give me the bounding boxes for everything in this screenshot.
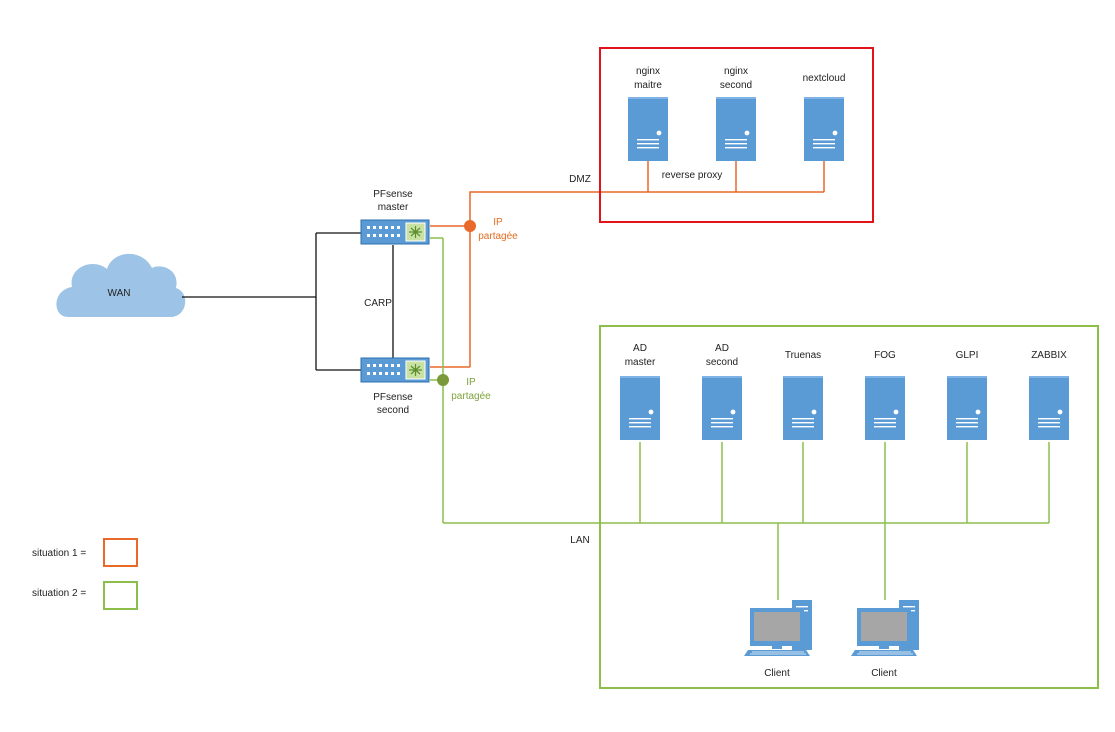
server-label-line1: FOG <box>874 350 896 361</box>
client-label: Client <box>871 668 897 679</box>
legend: situation 1 = situation 2 = <box>32 538 138 610</box>
server-label-line1: nextcloud <box>803 73 846 84</box>
server-label-line1: AD <box>715 343 729 354</box>
pfsense-second-label-2: second <box>377 405 409 416</box>
pfsense-master[interactable]: PFsense master <box>360 189 430 245</box>
lan-zone <box>599 325 1099 689</box>
server-icon <box>628 97 668 161</box>
server-label-line1: ZABBIX <box>1031 350 1067 361</box>
dmz-server-2[interactable]: nextcloud <box>803 73 846 161</box>
dmz-server-0[interactable]: nginx maitre <box>628 66 668 161</box>
shared-ip-orange-dot <box>464 220 476 232</box>
client-label: Client <box>764 668 790 679</box>
wan-label: WAN <box>108 288 131 299</box>
lan-server-1[interactable]: AD second <box>702 343 742 440</box>
server-icon <box>783 376 823 440</box>
server-label-line1: AD <box>633 343 647 354</box>
switch-icon <box>360 219 430 245</box>
lan-server-2[interactable]: Truenas <box>783 350 823 440</box>
pfsense-master-label-2: master <box>378 202 409 213</box>
legend-situation-2: situation 2 = <box>32 588 86 599</box>
server-icon <box>620 376 660 440</box>
pfsense-second[interactable]: PFsense second <box>360 357 430 416</box>
shared-ip-green-2: partagée <box>451 391 491 402</box>
shared-ip-green-1: IP <box>466 377 476 388</box>
server-icon <box>865 376 905 440</box>
lan-label: LAN <box>570 535 589 546</box>
server-icon <box>1029 376 1069 440</box>
pfsense-master-label-1: PFsense <box>373 189 413 200</box>
server-label-line2: master <box>625 357 656 368</box>
wan-links <box>182 232 394 371</box>
lan-server-5[interactable]: ZABBIX <box>1029 350 1069 440</box>
lan-client-1[interactable]: Client <box>850 599 920 679</box>
computer-icon <box>743 599 813 657</box>
pfsense-second-label-1: PFsense <box>373 392 413 403</box>
server-icon <box>702 376 742 440</box>
server-icon <box>947 376 987 440</box>
dmz-zone <box>599 47 874 223</box>
carp-label: CARP <box>364 298 392 309</box>
shared-ip-orange-1: IP <box>493 217 503 228</box>
cloud-icon <box>56 253 186 317</box>
legend-swatch-green <box>103 581 138 610</box>
legend-swatch-orange <box>103 538 138 567</box>
shared-ip-orange-2: partagée <box>478 231 518 242</box>
server-label-line1: Truenas <box>785 350 821 361</box>
dmz-links <box>430 160 825 368</box>
shared-ip-green-dot <box>437 374 449 386</box>
wan-cloud: WAN <box>56 253 186 317</box>
reverse-proxy-label: reverse proxy <box>662 170 723 181</box>
computer-icon <box>850 599 920 657</box>
lan-server-0[interactable]: AD master <box>620 343 660 440</box>
server-label-line1: nginx <box>724 66 748 77</box>
server-icon <box>716 97 756 161</box>
server-label-line2: second <box>706 357 738 368</box>
legend-situation-1: situation 1 = <box>32 548 86 559</box>
server-label-line2: maitre <box>634 80 662 91</box>
switch-icon <box>360 357 430 383</box>
lan-server-3[interactable]: FOG <box>865 350 905 440</box>
server-icon <box>804 97 844 161</box>
dmz-label: DMZ <box>569 174 591 185</box>
server-label-line1: GLPI <box>956 350 979 361</box>
lan-client-0[interactable]: Client <box>743 599 813 679</box>
server-label-line2: second <box>720 80 752 91</box>
lan-server-4[interactable]: GLPI <box>947 350 987 440</box>
dmz-server-1[interactable]: nginx second <box>716 66 756 161</box>
server-label-line1: nginx <box>636 66 660 77</box>
